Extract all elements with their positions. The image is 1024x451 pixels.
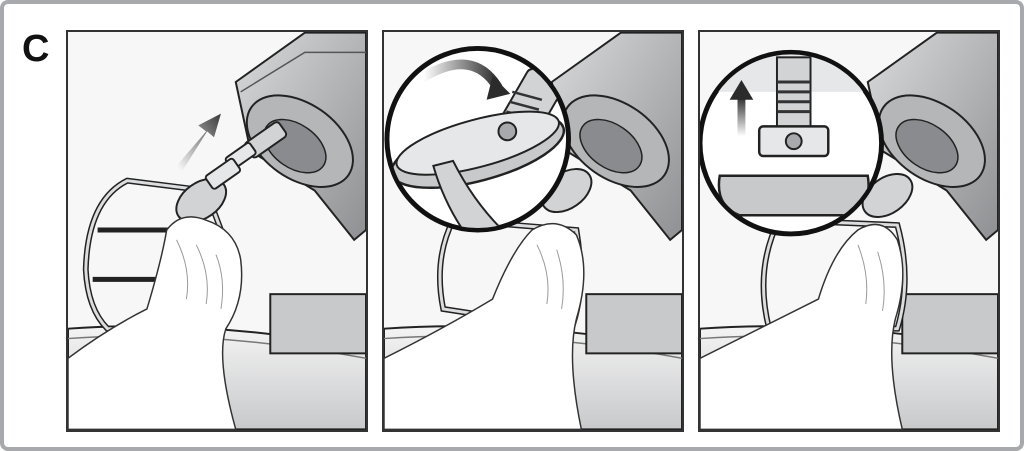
arrow-up-right-icon — [177, 114, 221, 171]
panel-push-up-beater — [698, 30, 1000, 432]
step-label: C — [22, 30, 49, 68]
panel-rotate-beater — [382, 30, 684, 432]
panel-1-illustration — [68, 32, 366, 430]
panel-attach-beater — [66, 30, 368, 432]
hand — [68, 217, 242, 429]
panel-3-illustration — [700, 32, 998, 430]
panel-2-illustration — [384, 32, 682, 430]
magnifier-detail — [384, 48, 571, 230]
mixer-head — [230, 33, 366, 240]
